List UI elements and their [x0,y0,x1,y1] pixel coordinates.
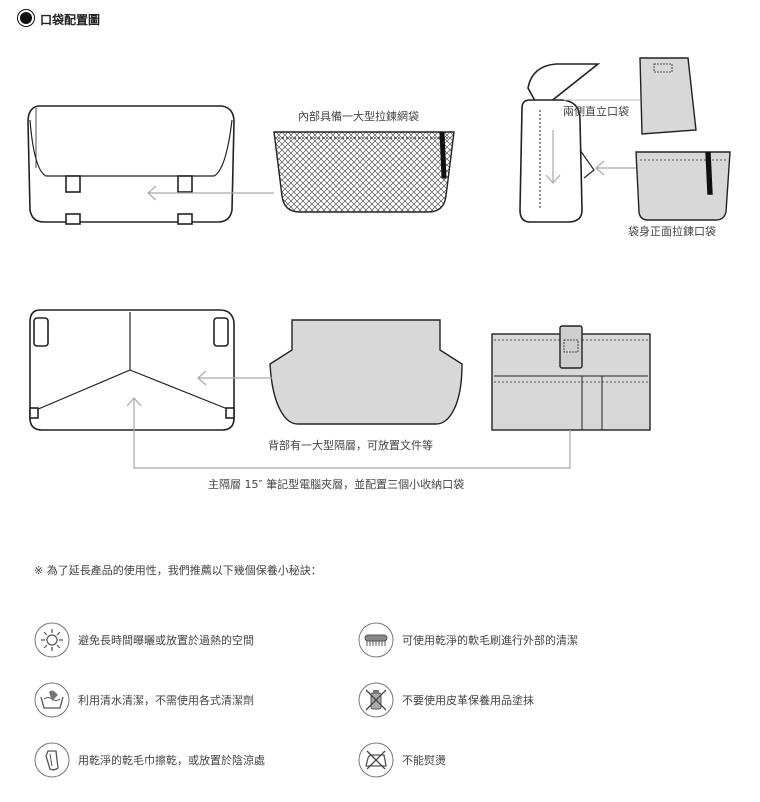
brush-icon [358,622,394,658]
tip-text: 利用清水清潔，不需使用各式清潔劑 [78,694,254,707]
front-zip-pocket-card [635,151,731,221]
tip-text: 可使用乾淨的軟毛刷進行外部的清潔 [402,634,578,647]
no-iron-icon [358,742,394,778]
laptop-compartment-illustration [491,325,651,431]
label-front-zip-pocket: 袋身正面拉鍊口袋 [628,225,716,238]
bag-side-illustration [519,63,601,223]
side-pocket-card [639,57,697,135]
arrow-down-side [545,130,561,184]
tip-text: 用乾淨的乾毛巾擦乾，或放置於陰涼處 [78,754,265,767]
tip-item: 利用清水清潔，不需使用各式清潔劑 [34,682,254,718]
towel-icon [34,742,70,778]
tip-item: 可使用乾淨的軟毛刷進行外部的清潔 [358,622,578,658]
bag-front-illustration [27,105,235,225]
tip-item: 避免長時間曝曬或放置於過熱的空間 [34,622,254,658]
label-main-compartment: 主隔層 15″ 筆記型電腦夾層，並配置三個小收納口袋 [208,478,465,491]
tip-text: 不要使用皮革保養用品塗抹 [402,694,534,707]
arrow-layer-to-back [197,370,272,386]
bag-back-illustration [29,309,235,431]
arrow-mesh-to-bag [147,185,274,201]
label-mesh-pocket: 內部具備一大型拉鍊網袋 [298,110,419,123]
no-leather-care-icon [358,682,394,718]
tip-text: 不能熨燙 [402,754,446,767]
page-title: 口袋配置圖 [40,13,101,27]
header-bullet-icon [20,12,32,24]
tip-text: 避免長時間曝曬或放置於過熱的空間 [78,634,254,647]
sun-icon [34,622,70,658]
arrow-pocket-to-side [595,160,636,176]
tip-item: 不能熨燙 [358,742,446,778]
arrow-main-compartment [126,397,571,469]
tip-item: 用乾淨的乾毛巾擦乾，或放置於陰涼處 [34,742,265,778]
back-layer-illustration [269,319,463,425]
care-tips-intro: ※ 為了延長產品的使用性，我們推薦以下幾個保養小秘訣： [34,564,322,577]
wash-icon [34,682,70,718]
label-side-pockets: 兩側直立口袋 [563,105,629,118]
pocket-diagram [27,57,731,469]
label-back-layer: 背部有一大型隔層，可放置文件等 [268,439,433,452]
mesh-pocket-illustration [273,131,455,213]
tip-item: 不要使用皮革保養用品塗抹 [358,682,534,718]
